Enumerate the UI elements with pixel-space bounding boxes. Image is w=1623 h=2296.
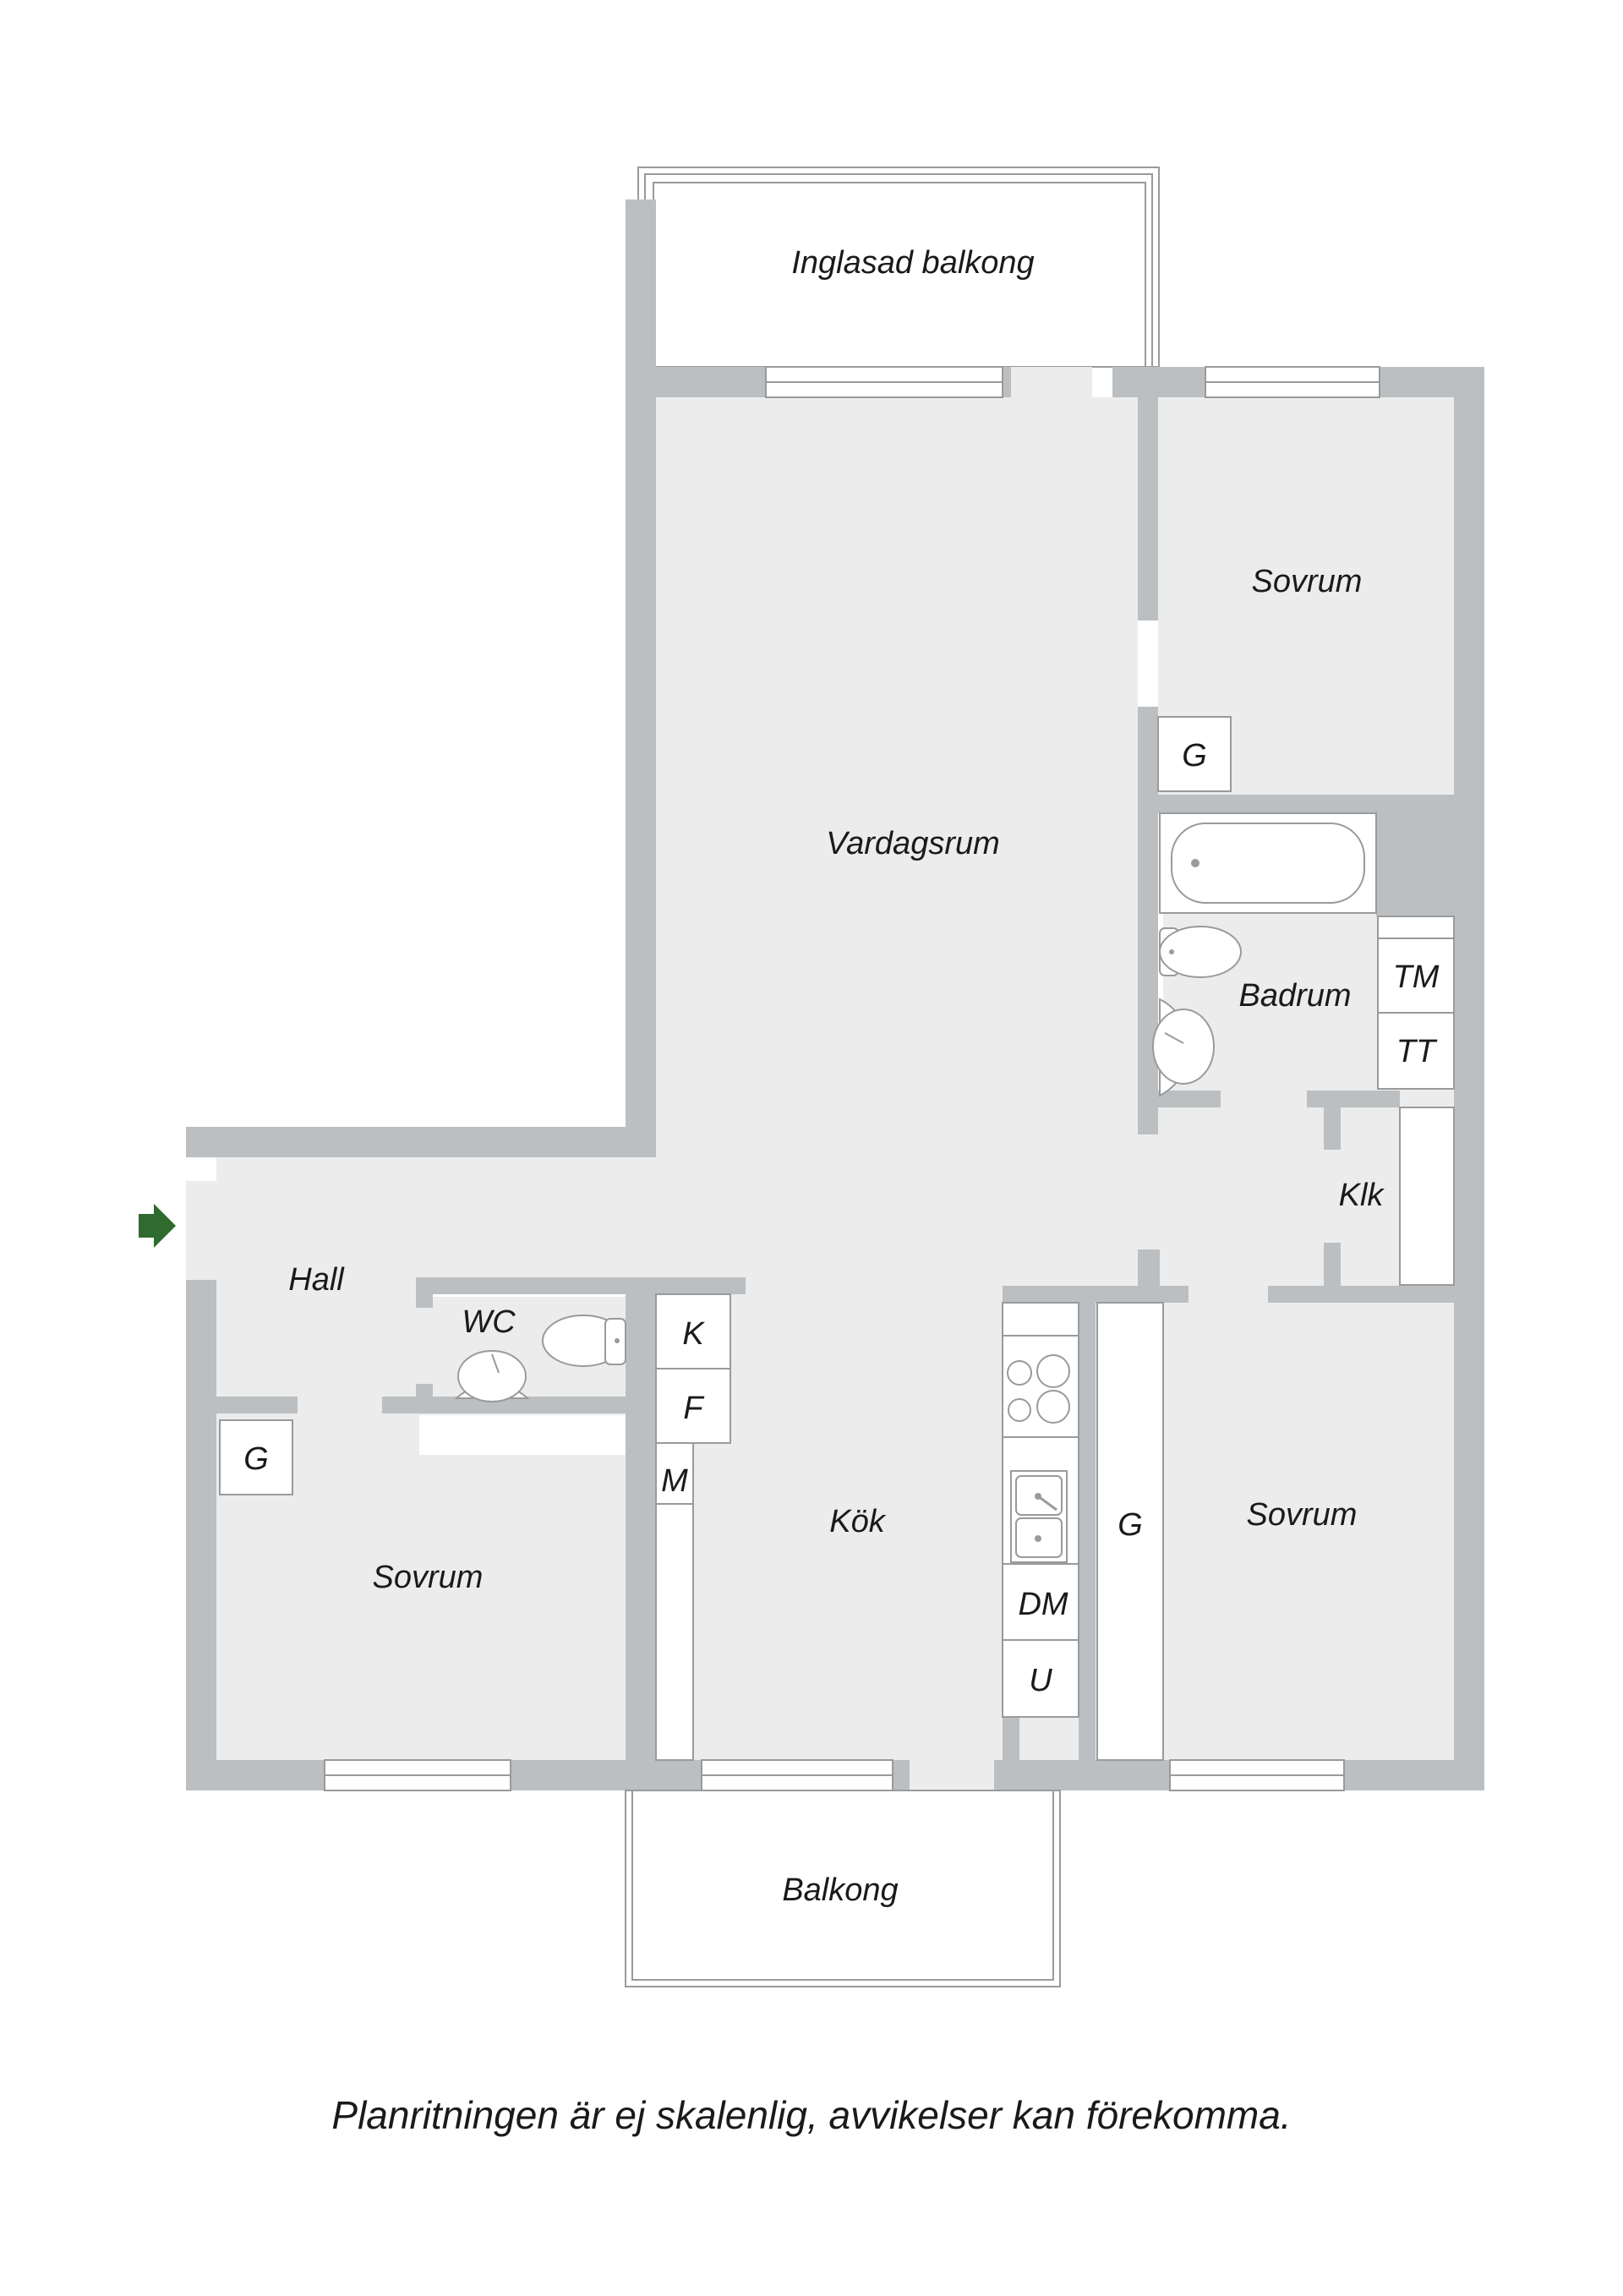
- disclaimer-text: Planritningen är ej skalenlig, avvikelse…: [331, 2093, 1292, 2137]
- balcony: [625, 1790, 1061, 1987]
- windows: [324, 366, 1380, 1791]
- wardrobe-kitchen: [1096, 1302, 1164, 1761]
- fixture-label-oven: U: [1029, 1663, 1052, 1698]
- bathtub: [1159, 812, 1377, 914]
- bathroom-toilet: [1159, 926, 1242, 978]
- floors: [216, 397, 1454, 1760]
- room-label-hall: Hall: [288, 1262, 345, 1298]
- room-label-bedroom-southwest: Sovrum: [373, 1560, 484, 1595]
- room-label-bedroom-north: Sovrum: [1252, 564, 1363, 599]
- wc-toilet: [542, 1315, 626, 1367]
- entrance-arrow-icon: [139, 1204, 176, 1248]
- fixture-label-washing-machine: TM: [1393, 959, 1440, 995]
- openings: [186, 367, 1092, 1790]
- fixture-label-microwave: M: [661, 1463, 688, 1499]
- fixture-label-wardrobe-north: G: [1182, 738, 1207, 774]
- room-label-bathroom: Badrum: [1238, 978, 1351, 1014]
- fixture-label-wardrobe-hall: G: [243, 1441, 269, 1477]
- room-label-closet: Klk: [1339, 1178, 1385, 1213]
- room-label-living-room: Vardagsrum: [826, 826, 1000, 861]
- wardrobe-north: [1157, 716, 1232, 792]
- kitchen-appliance-column: [655, 1293, 731, 1761]
- fixture-label-wardrobe-kitchen: G: [1118, 1507, 1143, 1543]
- laundry-stack: [1377, 916, 1455, 1090]
- fixture-label-tumble-dryer: TT: [1396, 1034, 1438, 1069]
- room-label-glazed-balcony: Inglasad balkong: [791, 245, 1034, 281]
- fixture-label-refrigerator: K: [682, 1316, 705, 1352]
- room-label-bedroom-southeast: Sovrum: [1247, 1497, 1358, 1533]
- room-label-balcony: Balkong: [782, 1872, 898, 1908]
- wc-sink: [454, 1350, 530, 1402]
- stove: [1007, 1354, 1070, 1424]
- kitchen-sink: [1010, 1470, 1068, 1563]
- room-label-kitchen: Kök: [829, 1504, 886, 1539]
- bathroom-sink: [1152, 998, 1215, 1097]
- fixture-label-freezer: F: [683, 1391, 704, 1426]
- glazed-balcony: [637, 167, 1160, 368]
- interior-walls: [216, 367, 1454, 1760]
- closet-shelf: [1399, 1107, 1455, 1286]
- room-label-wc: WC: [462, 1304, 516, 1340]
- wardrobe-hall: [219, 1419, 293, 1495]
- fixture-label-dishwasher: DM: [1018, 1587, 1068, 1622]
